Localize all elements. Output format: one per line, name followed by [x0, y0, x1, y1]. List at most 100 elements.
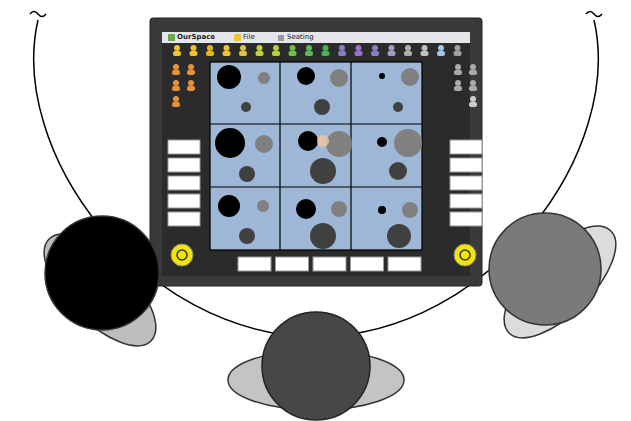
avatar-icon [339, 45, 345, 51]
seat-circle [298, 131, 318, 151]
seat-circle [326, 131, 352, 157]
avatar-icon [206, 51, 214, 56]
side-button [450, 176, 482, 190]
avatar-icon [470, 96, 476, 102]
seat-circle [377, 137, 387, 147]
avatar-icon [172, 70, 180, 75]
side-button [168, 140, 200, 154]
avatar-icon [306, 45, 312, 51]
grid-line [350, 62, 351, 250]
seat-circle [401, 68, 419, 86]
avatar-icon [257, 45, 263, 51]
avatar-icon [188, 80, 194, 86]
seat-circle [239, 166, 255, 182]
menu-label: Seating [287, 33, 314, 42]
side-button [450, 194, 482, 208]
menu-bar [162, 32, 470, 43]
person-head [489, 213, 601, 325]
side-button [168, 176, 200, 190]
side-button [450, 158, 482, 172]
seat-circle [310, 158, 336, 184]
avatar-icon [172, 102, 180, 107]
display-bezel [150, 18, 482, 286]
avatar-icon [173, 51, 181, 56]
avatar-icon [454, 86, 462, 91]
tilde-mark [586, 12, 602, 17]
rotate-icon [454, 244, 476, 266]
bottom-button [351, 257, 384, 271]
person-shoulders [486, 208, 631, 355]
menu-icon [278, 35, 284, 41]
seat-circle [257, 200, 269, 212]
seat-circle [394, 129, 422, 157]
avatar-icon [190, 51, 198, 56]
button-group [168, 140, 482, 271]
person-shoulders [26, 216, 173, 363]
avatar-icon [188, 64, 194, 70]
seat-circle [218, 195, 240, 217]
avatar-icon [187, 86, 195, 91]
avatar-icon [174, 45, 180, 51]
side-button [168, 158, 200, 172]
avatar-icon [405, 45, 411, 51]
table-grid [210, 62, 422, 250]
avatar-icon [455, 64, 461, 70]
avatar-icon [240, 45, 246, 51]
seat-circles [215, 65, 422, 249]
avatar-icon [187, 70, 195, 75]
avatar-icon [239, 51, 247, 56]
seat-circle [239, 228, 255, 244]
avatar-icon [191, 45, 197, 51]
bottom-button [276, 257, 309, 271]
display-screen [162, 32, 470, 276]
avatar-icon [355, 51, 363, 56]
avatar-icon [469, 86, 477, 91]
menu-icon [234, 34, 241, 41]
avatar-icon [371, 51, 379, 56]
menu-label: OurSpace [177, 33, 215, 42]
avatar-icon [223, 51, 231, 56]
avatar-icon [455, 80, 461, 86]
grid-line [279, 62, 280, 250]
avatar-icon [389, 45, 395, 51]
avatar-icon [470, 80, 476, 86]
rotate-icon [177, 250, 187, 260]
side-button [450, 212, 482, 226]
avatar-icon [289, 51, 297, 56]
person-head [45, 216, 159, 330]
avatar-icon [372, 45, 378, 51]
avatar-icon [173, 80, 179, 86]
avatar-icon [356, 45, 362, 51]
avatar-icon [469, 102, 477, 107]
bottom-button [313, 257, 346, 271]
rotate-icon [460, 250, 470, 260]
app-icon [168, 34, 175, 41]
avatar-icon [422, 45, 428, 51]
tilde-mark [30, 12, 46, 17]
side-button [450, 140, 482, 154]
avatar-icon [272, 51, 280, 56]
avatar-icon [273, 45, 279, 51]
bottom-button [388, 257, 421, 271]
avatar-icon [173, 64, 179, 70]
seat-circle [378, 206, 386, 214]
seat-circle [314, 99, 330, 115]
avatar-icon [454, 51, 462, 56]
avatar-icon [207, 45, 213, 51]
avatar-icon [322, 51, 330, 56]
rotate-icon [171, 244, 193, 266]
avatar-icon [421, 51, 429, 56]
avatar-icon [455, 45, 461, 51]
seat-circle [379, 73, 385, 79]
person-head [262, 312, 370, 420]
seat-circle [296, 199, 316, 219]
cursor-highlight [317, 135, 329, 147]
seat-circle [258, 72, 270, 84]
seat-circle [241, 102, 251, 112]
avatar-icon [438, 45, 444, 51]
seat-circle [297, 67, 315, 85]
seat-circle [402, 202, 418, 218]
avatar-icon [437, 51, 445, 56]
